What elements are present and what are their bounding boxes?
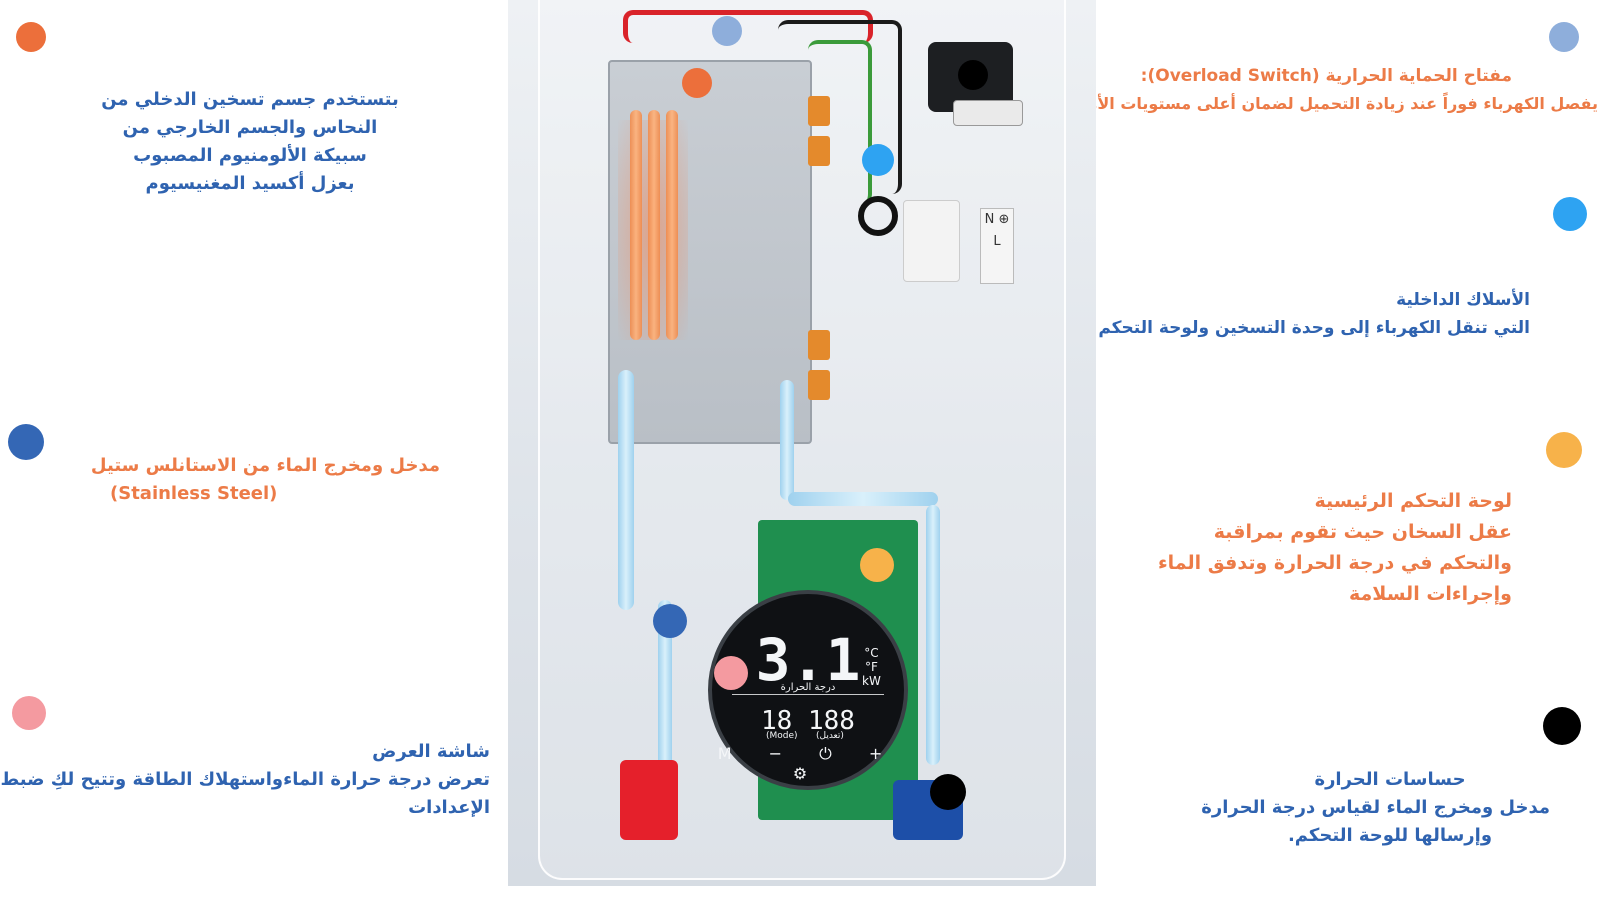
marker-internal-wires: [1553, 197, 1587, 231]
ferrite-ring: [858, 196, 898, 236]
display-screen: 3.1 °C °F kW درجة الحرارة 18 188 (Mode) …: [708, 590, 908, 790]
label-overload-switch: مفتاح الحماية الحرارية (Overload Switch)…: [1061, 66, 1598, 113]
marker-heating-body: [16, 22, 46, 52]
inlet-pipe: [618, 370, 634, 610]
terminal-connector: [808, 330, 830, 360]
outlet-pipe: [780, 380, 794, 500]
label-heating-body: بتستخدم جسم تسخين الدخلي من النحاس والجس…: [101, 89, 399, 194]
marker-display-screen: [12, 696, 46, 730]
unit-labels: °C °F kW: [862, 646, 881, 688]
black-wire: [778, 20, 902, 194]
hot-water-fitting: [620, 760, 678, 840]
label-temp-sensors: حساسات الحرارة مدخل ومخرج الماء لقياس در…: [1201, 769, 1550, 846]
marker-overload-switch: [1549, 22, 1579, 52]
terminal-labels: N ⊕ L: [980, 208, 1014, 284]
label-internal-wires: الأسلاك الداخلية التي تنقل الكهرباء إلى …: [1098, 290, 1530, 338]
terminal-block: [903, 200, 960, 282]
terminal-connector: [808, 370, 830, 400]
label-main-board: لوحة التحكم الرئيسية عقل السخان حيث تقوم…: [1157, 490, 1512, 605]
label-water-inlet-outlet: مدخل ومخرج الماء من الاستانلس ستيل (Stai…: [90, 455, 440, 504]
terminal-connector: [808, 136, 830, 166]
marker-water-inlet-outlet: [8, 424, 44, 460]
photo-marker-wires: [862, 144, 894, 176]
water-heater-photo: 3.1 °C °F kW درجة الحرارة 18 188 (Mode) …: [508, 0, 1096, 886]
marker-main-board: [1546, 432, 1582, 468]
mode-label: (Mode): [766, 731, 798, 741]
heating-coil-2: [648, 110, 660, 340]
power-readout: 3.1: [755, 626, 861, 694]
display-divider: [732, 694, 884, 695]
display-buttons: M − ⏻ + ⚙: [717, 744, 899, 783]
marker-temp-sensors: [1543, 707, 1581, 745]
photo-marker-overload: [712, 16, 742, 46]
outlet-pipe-top: [788, 492, 938, 506]
outlet-pipe-lower: [926, 505, 940, 765]
heating-coil-3: [666, 110, 678, 340]
green-wire: [808, 40, 872, 204]
red-wire: [623, 10, 873, 43]
secondary-readout: 18 188: [761, 706, 855, 736]
terminal-connector: [808, 96, 830, 126]
heating-coil-1: [630, 110, 642, 340]
label-display-screen: شاشة العرض تعرض درجة حرارة الماءواستهلاك…: [0, 741, 491, 818]
adjust-label: (تعديل): [816, 731, 844, 741]
photo-marker-display: [714, 656, 748, 690]
photo-marker-board: [860, 548, 894, 582]
heating-element: [608, 60, 812, 444]
switch-mount-plate: [953, 100, 1023, 126]
photo-marker-sensor: [930, 774, 966, 810]
inlet-pipe-lower: [658, 600, 672, 770]
photo-marker-inlet: [653, 604, 687, 638]
photo-marker-heating: [682, 68, 712, 98]
temp-label: درجة الحرارة: [780, 682, 836, 693]
